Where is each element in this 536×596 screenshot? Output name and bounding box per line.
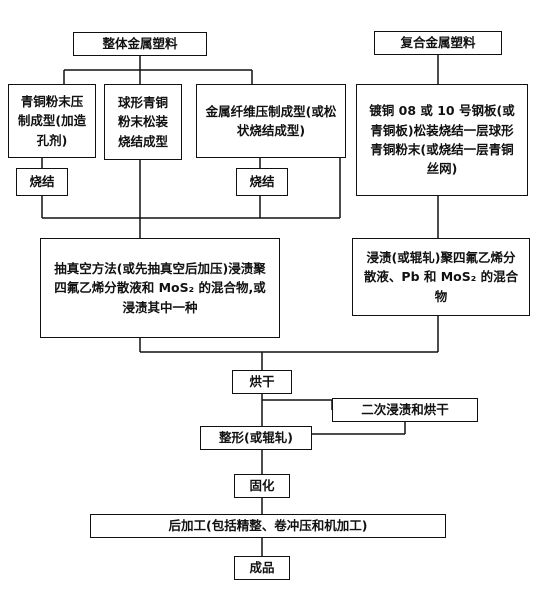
node-second-impregnate: 二次浸渍和烘干 <box>332 398 478 422</box>
node-copper-plate-label: 镀铜 08 或 10 号钢板(或青铜板)松装烧结一层球形青铜粉末(或烧结一层青铜… <box>369 103 515 177</box>
node-sinter-left-label: 烧结 <box>29 174 55 190</box>
node-sinter-right: 烧结 <box>236 168 288 196</box>
node-copper-plate: 镀铜 08 或 10 号钢板(或青铜板)松装烧结一层球形青铜粉末(或烧结一层青铜… <box>356 84 528 196</box>
node-product-label: 成品 <box>249 560 275 576</box>
node-dry: 烘干 <box>232 370 292 394</box>
node-spherical-sintered: 球形青铜粉末松装烧结成型 <box>104 84 182 160</box>
node-product: 成品 <box>234 556 290 580</box>
node-post-processing: 后加工(包括精整、卷冲压和机加工) <box>90 514 446 538</box>
node-dry-label: 烘干 <box>249 374 275 390</box>
node-shaping: 整形(或辊轧) <box>200 426 312 450</box>
node-bronze-pressed-label: 青铜粉末压制成型(加造孔剂) <box>17 93 87 148</box>
node-vacuum-impregnate-label: 抽真空方法(或先抽真空后加压)浸渍聚四氟乙烯分散液和 MoS₂ 的混合物,或浸渍… <box>54 260 266 315</box>
node-composite: 复合金属塑料 <box>374 31 502 55</box>
node-composite-label: 复合金属塑料 <box>400 35 476 51</box>
node-impregnate-rolling-label: 浸渍(或辊轧)聚四氟乙烯分散液、Pb 和 MoS₂ 的混合物 <box>363 249 519 304</box>
node-post-processing-label: 后加工(包括精整、卷冲压和机加工) <box>168 518 368 534</box>
node-second-impregnate-label: 二次浸渍和烘干 <box>361 402 449 418</box>
node-bronze-pressed: 青铜粉末压制成型(加造孔剂) <box>8 84 96 158</box>
node-curing-label: 固化 <box>249 478 275 494</box>
node-fiber-pressed-label: 金属纤维压制成型(或松状烧结成型) <box>205 103 337 138</box>
node-shaping-label: 整形(或辊轧) <box>219 430 293 446</box>
node-fiber-pressed: 金属纤维压制成型(或松状烧结成型) <box>196 84 346 158</box>
node-sinter-right-label: 烧结 <box>249 174 275 190</box>
node-sinter-left: 烧结 <box>16 168 68 196</box>
node-impregnate-rolling: 浸渍(或辊轧)聚四氟乙烯分散液、Pb 和 MoS₂ 的混合物 <box>352 238 530 316</box>
node-vacuum-impregnate: 抽真空方法(或先抽真空后加压)浸渍聚四氟乙烯分散液和 MoS₂ 的混合物,或浸渍… <box>40 238 280 338</box>
node-monolithic-label: 整体金属塑料 <box>102 36 178 52</box>
node-monolithic: 整体金属塑料 <box>73 32 207 56</box>
node-spherical-sintered-label: 球形青铜粉末松装烧结成型 <box>117 94 168 149</box>
node-curing: 固化 <box>234 474 290 498</box>
